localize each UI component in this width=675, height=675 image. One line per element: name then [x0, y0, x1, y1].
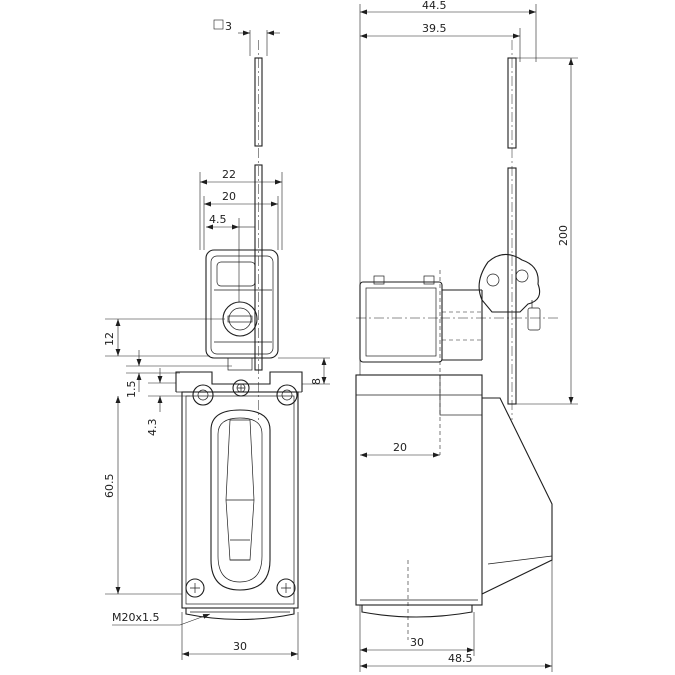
- dim-height-4-3: 4.3: [146, 419, 159, 437]
- dim-total-48-5: 48.5: [448, 652, 473, 665]
- dim-top-44-5: 44.5: [422, 0, 447, 12]
- front-body: [181, 391, 299, 609]
- dim-base-30-front: 30: [233, 640, 247, 653]
- side-actuator-housing: [359, 275, 483, 363]
- front-center-slot: [210, 409, 271, 591]
- dim-offset-4-5: 4.5: [209, 213, 227, 226]
- front-flange-screw-icon: [192, 384, 214, 406]
- dim-rod-square: 3: [225, 20, 232, 33]
- dim-height-60-5: 60.5: [103, 474, 116, 499]
- side-body: [355, 374, 483, 606]
- thread-label: M20x1.5: [112, 611, 160, 624]
- dim-height-1-5: 1.5: [125, 381, 138, 399]
- side-rear-extension: [481, 397, 553, 595]
- dim-rod-200: 200: [557, 225, 570, 246]
- dim-height-12: 12: [103, 332, 116, 346]
- dim-top-39-5: 39.5: [422, 22, 447, 35]
- side-view: 44.5 39.5 200 20 30 48.5: [355, 0, 578, 672]
- front-flange-screw-icon: [276, 384, 298, 406]
- dim-base-30-side: 30: [410, 636, 424, 649]
- front-cable-gland: [185, 608, 295, 621]
- front-actuator-head: [205, 249, 279, 371]
- dim-height-8: 8: [310, 378, 323, 385]
- front-bottom-screw-icon: [276, 578, 296, 598]
- dim-inner-20: 20: [393, 441, 407, 454]
- dim-width-22: 22: [222, 168, 236, 181]
- side-lever-hub: [478, 253, 541, 331]
- front-bottom-screw-icon: [185, 578, 205, 598]
- dim-width-20: 20: [222, 190, 236, 203]
- front-center-screw-icon: [232, 379, 250, 397]
- front-rod-lower: [254, 164, 263, 371]
- side-cable-gland: [361, 605, 473, 618]
- front-view: 3 22 20 4.5 12 1.5 4.3: [103, 19, 330, 660]
